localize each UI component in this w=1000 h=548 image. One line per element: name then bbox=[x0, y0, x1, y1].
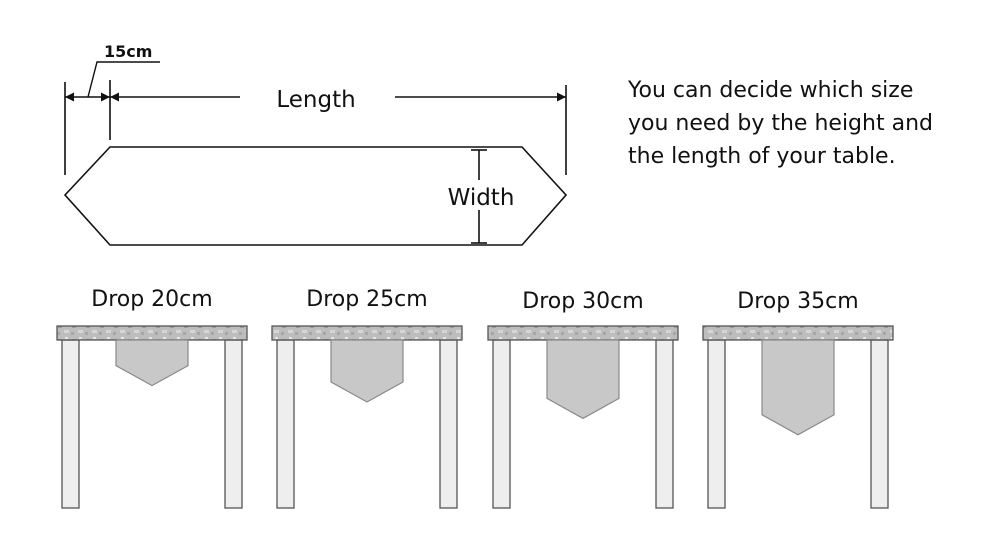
runner-drop bbox=[330, 339, 404, 403]
table-drop-20: Drop 20cm bbox=[56, 287, 248, 509]
tables-group: Drop 20cm Drop 25cm Drop 30cm Drop 35cm bbox=[56, 287, 894, 509]
runner-outline bbox=[63, 146, 568, 246]
width-label-backdrop bbox=[440, 180, 520, 210]
table-leg-left bbox=[492, 339, 511, 509]
drop-label: Drop 25cm bbox=[306, 287, 427, 312]
table-leg-right bbox=[870, 339, 889, 509]
drop-label: Drop 30cm bbox=[522, 289, 643, 314]
table-top bbox=[56, 325, 248, 341]
tip-label: 15cm bbox=[104, 42, 152, 61]
runner-drop bbox=[115, 339, 189, 387]
table-leg-right bbox=[439, 339, 458, 509]
table-drop-25: Drop 25cm bbox=[271, 287, 463, 509]
table-top bbox=[702, 325, 894, 341]
table-leg-right bbox=[655, 339, 674, 509]
table-top bbox=[487, 325, 679, 341]
table-drop-35: Drop 35cm bbox=[702, 289, 894, 509]
tip-leader-line bbox=[87, 61, 160, 98]
table-leg-right bbox=[224, 339, 243, 509]
info-line: You can decide which size bbox=[628, 78, 914, 103]
drop-label: Drop 20cm bbox=[91, 287, 212, 312]
length-label: Length bbox=[276, 87, 355, 113]
table-drop-30: Drop 30cm bbox=[487, 289, 679, 509]
info-text: You can decide which size you need by th… bbox=[628, 74, 988, 173]
table-leg-left bbox=[707, 339, 726, 509]
drop-label: Drop 35cm bbox=[737, 289, 858, 314]
table-leg-left bbox=[276, 339, 295, 509]
info-line: you need by the height and bbox=[628, 111, 933, 136]
table-top bbox=[271, 325, 463, 341]
info-line: the length of your table. bbox=[628, 144, 896, 169]
runner-drop bbox=[546, 339, 620, 420]
table-leg-left bbox=[61, 339, 80, 509]
width-label: Width bbox=[448, 185, 515, 211]
runner-drop bbox=[761, 339, 835, 436]
